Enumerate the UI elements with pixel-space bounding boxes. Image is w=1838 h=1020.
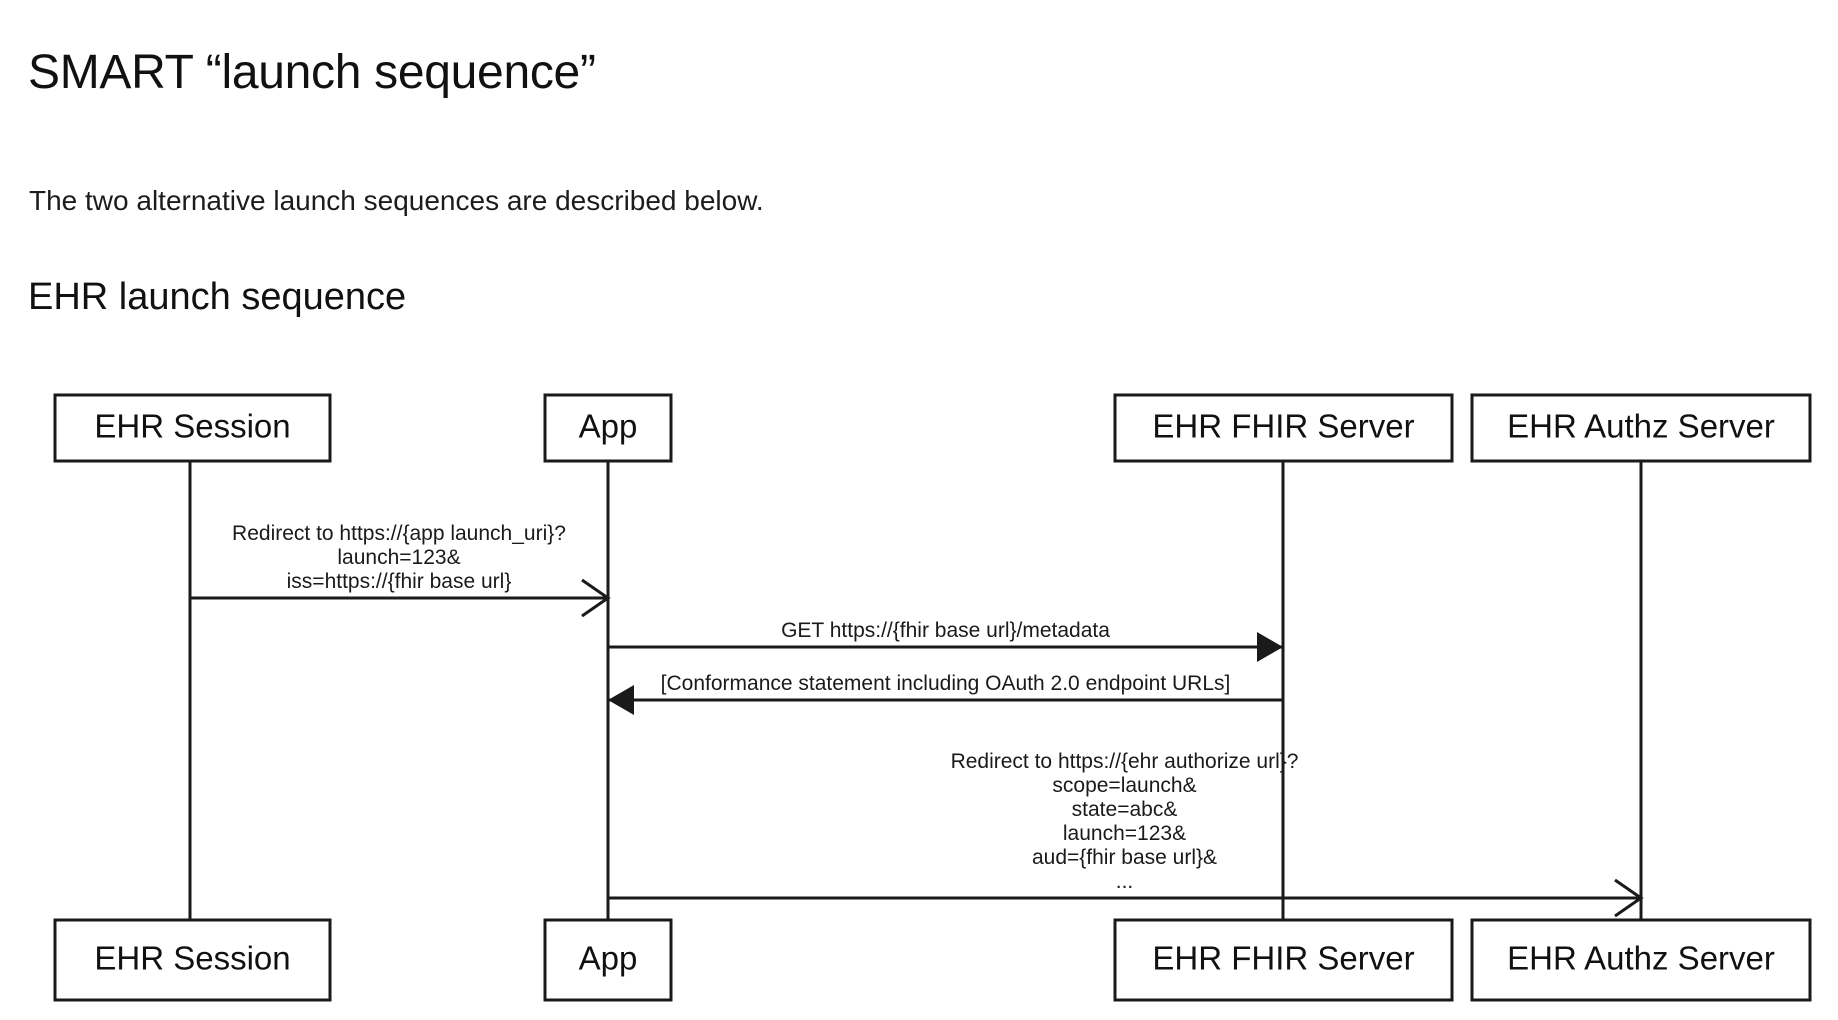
participant-box-top-app: App [543,393,673,463]
participant-box-rect-app [543,918,673,1002]
participant-label-ehr-session: EHR Session [94,940,290,977]
participant-box-top-ehr-fhir-server: EHR FHIR Server [1113,393,1454,463]
participant-box-bottom-ehr-fhir-server: EHR FHIR Server [1113,918,1454,1002]
participant-box-rect-ehr-session [53,393,332,463]
message-msg-redirect-to-app-launch-uri: Redirect to https://{app launch_uri}?lau… [190,522,611,618]
message-label-line: launch=123& [337,546,460,569]
page-title: SMART “launch sequence” [28,46,596,100]
message-msg-conformance-statement: [Conformance statement including OAuth 2… [608,672,1283,715]
participant-box-rect-ehr-fhir-server [1113,918,1454,1002]
participant-label-app: App [579,408,638,445]
participant-box-rect-ehr-fhir-server [1113,393,1454,463]
message-label-line: scope=launch& [1052,774,1196,797]
participant-box-rect-ehr-authz-server [1470,918,1812,1002]
messages-group: Redirect to https://{app launch_uri}?lau… [190,522,1644,918]
participant-label-ehr-authz-server: EHR Authz Server [1507,408,1775,445]
message-label-line: Redirect to https://{app launch_uri}? [232,522,566,545]
participant-box-rect-ehr-session [53,918,332,1002]
message-arrowhead-solid-msg-conformance-statement [608,685,634,715]
participant-box-bottom-ehr-session: EHR Session [53,918,332,1002]
participant-label-ehr-session: EHR Session [94,408,290,445]
section-heading-ehr-launch-sequence: EHR launch sequence [28,275,407,318]
message-label-msg-conformance-statement: [Conformance statement including OAuth 2… [661,672,1231,695]
message-label-line: [Conformance statement including OAuth 2… [661,672,1231,695]
message-label-msg-get-metadata: GET https://{fhir base url}/metadata [781,619,1110,642]
message-label-line: Redirect to https://{ehr authorize url}? [951,750,1299,773]
message-arrowhead-open-msg-redirect-to-ehr-authorize-url [1614,878,1644,918]
message-label-line: iss=https://{fhir base url} [287,570,512,593]
participant-box-bottom-ehr-authz-server: EHR Authz Server [1470,918,1812,1002]
message-label-line: state=abc& [1072,798,1178,821]
lifelines-group [188,461,1643,920]
message-label-line: launch=123& [1063,822,1186,845]
participant-label-app: App [579,940,638,977]
participant-label-ehr-authz-server: EHR Authz Server [1507,940,1775,977]
message-label-line: aud={fhir base url}& [1032,846,1217,869]
sequence-diagram: Redirect to https://{app launch_uri}?lau… [0,370,1838,1020]
sequence-diagram-canvas: Redirect to https://{app launch_uri}?lau… [53,393,1812,1002]
message-arrowhead-open-msg-redirect-to-app-launch-uri [581,578,611,618]
participant-box-top-ehr-authz-server: EHR Authz Server [1470,393,1812,463]
participant-box-rect-ehr-authz-server [1470,393,1812,463]
message-msg-redirect-to-ehr-authorize-url: Redirect to https://{ehr authorize url}?… [608,750,1644,918]
participant-box-top-ehr-session: EHR Session [53,393,332,463]
participant-box-rect-app [543,393,673,463]
intro-paragraph: The two alternative launch sequences are… [29,185,764,216]
message-label-msg-redirect-to-app-launch-uri: Redirect to https://{app launch_uri}?lau… [232,522,566,593]
participant-box-bottom-app: App [543,918,673,1002]
message-label-line: GET https://{fhir base url}/metadata [781,619,1110,642]
message-label-line: ... [1116,870,1134,893]
message-label-msg-redirect-to-ehr-authorize-url: Redirect to https://{ehr authorize url}?… [951,750,1299,893]
participant-label-ehr-fhir-server: EHR FHIR Server [1152,940,1414,977]
participant-label-ehr-fhir-server: EHR FHIR Server [1152,408,1414,445]
message-arrowhead-solid-msg-get-metadata [1257,632,1283,662]
message-msg-get-metadata: GET https://{fhir base url}/metadata [608,619,1283,662]
